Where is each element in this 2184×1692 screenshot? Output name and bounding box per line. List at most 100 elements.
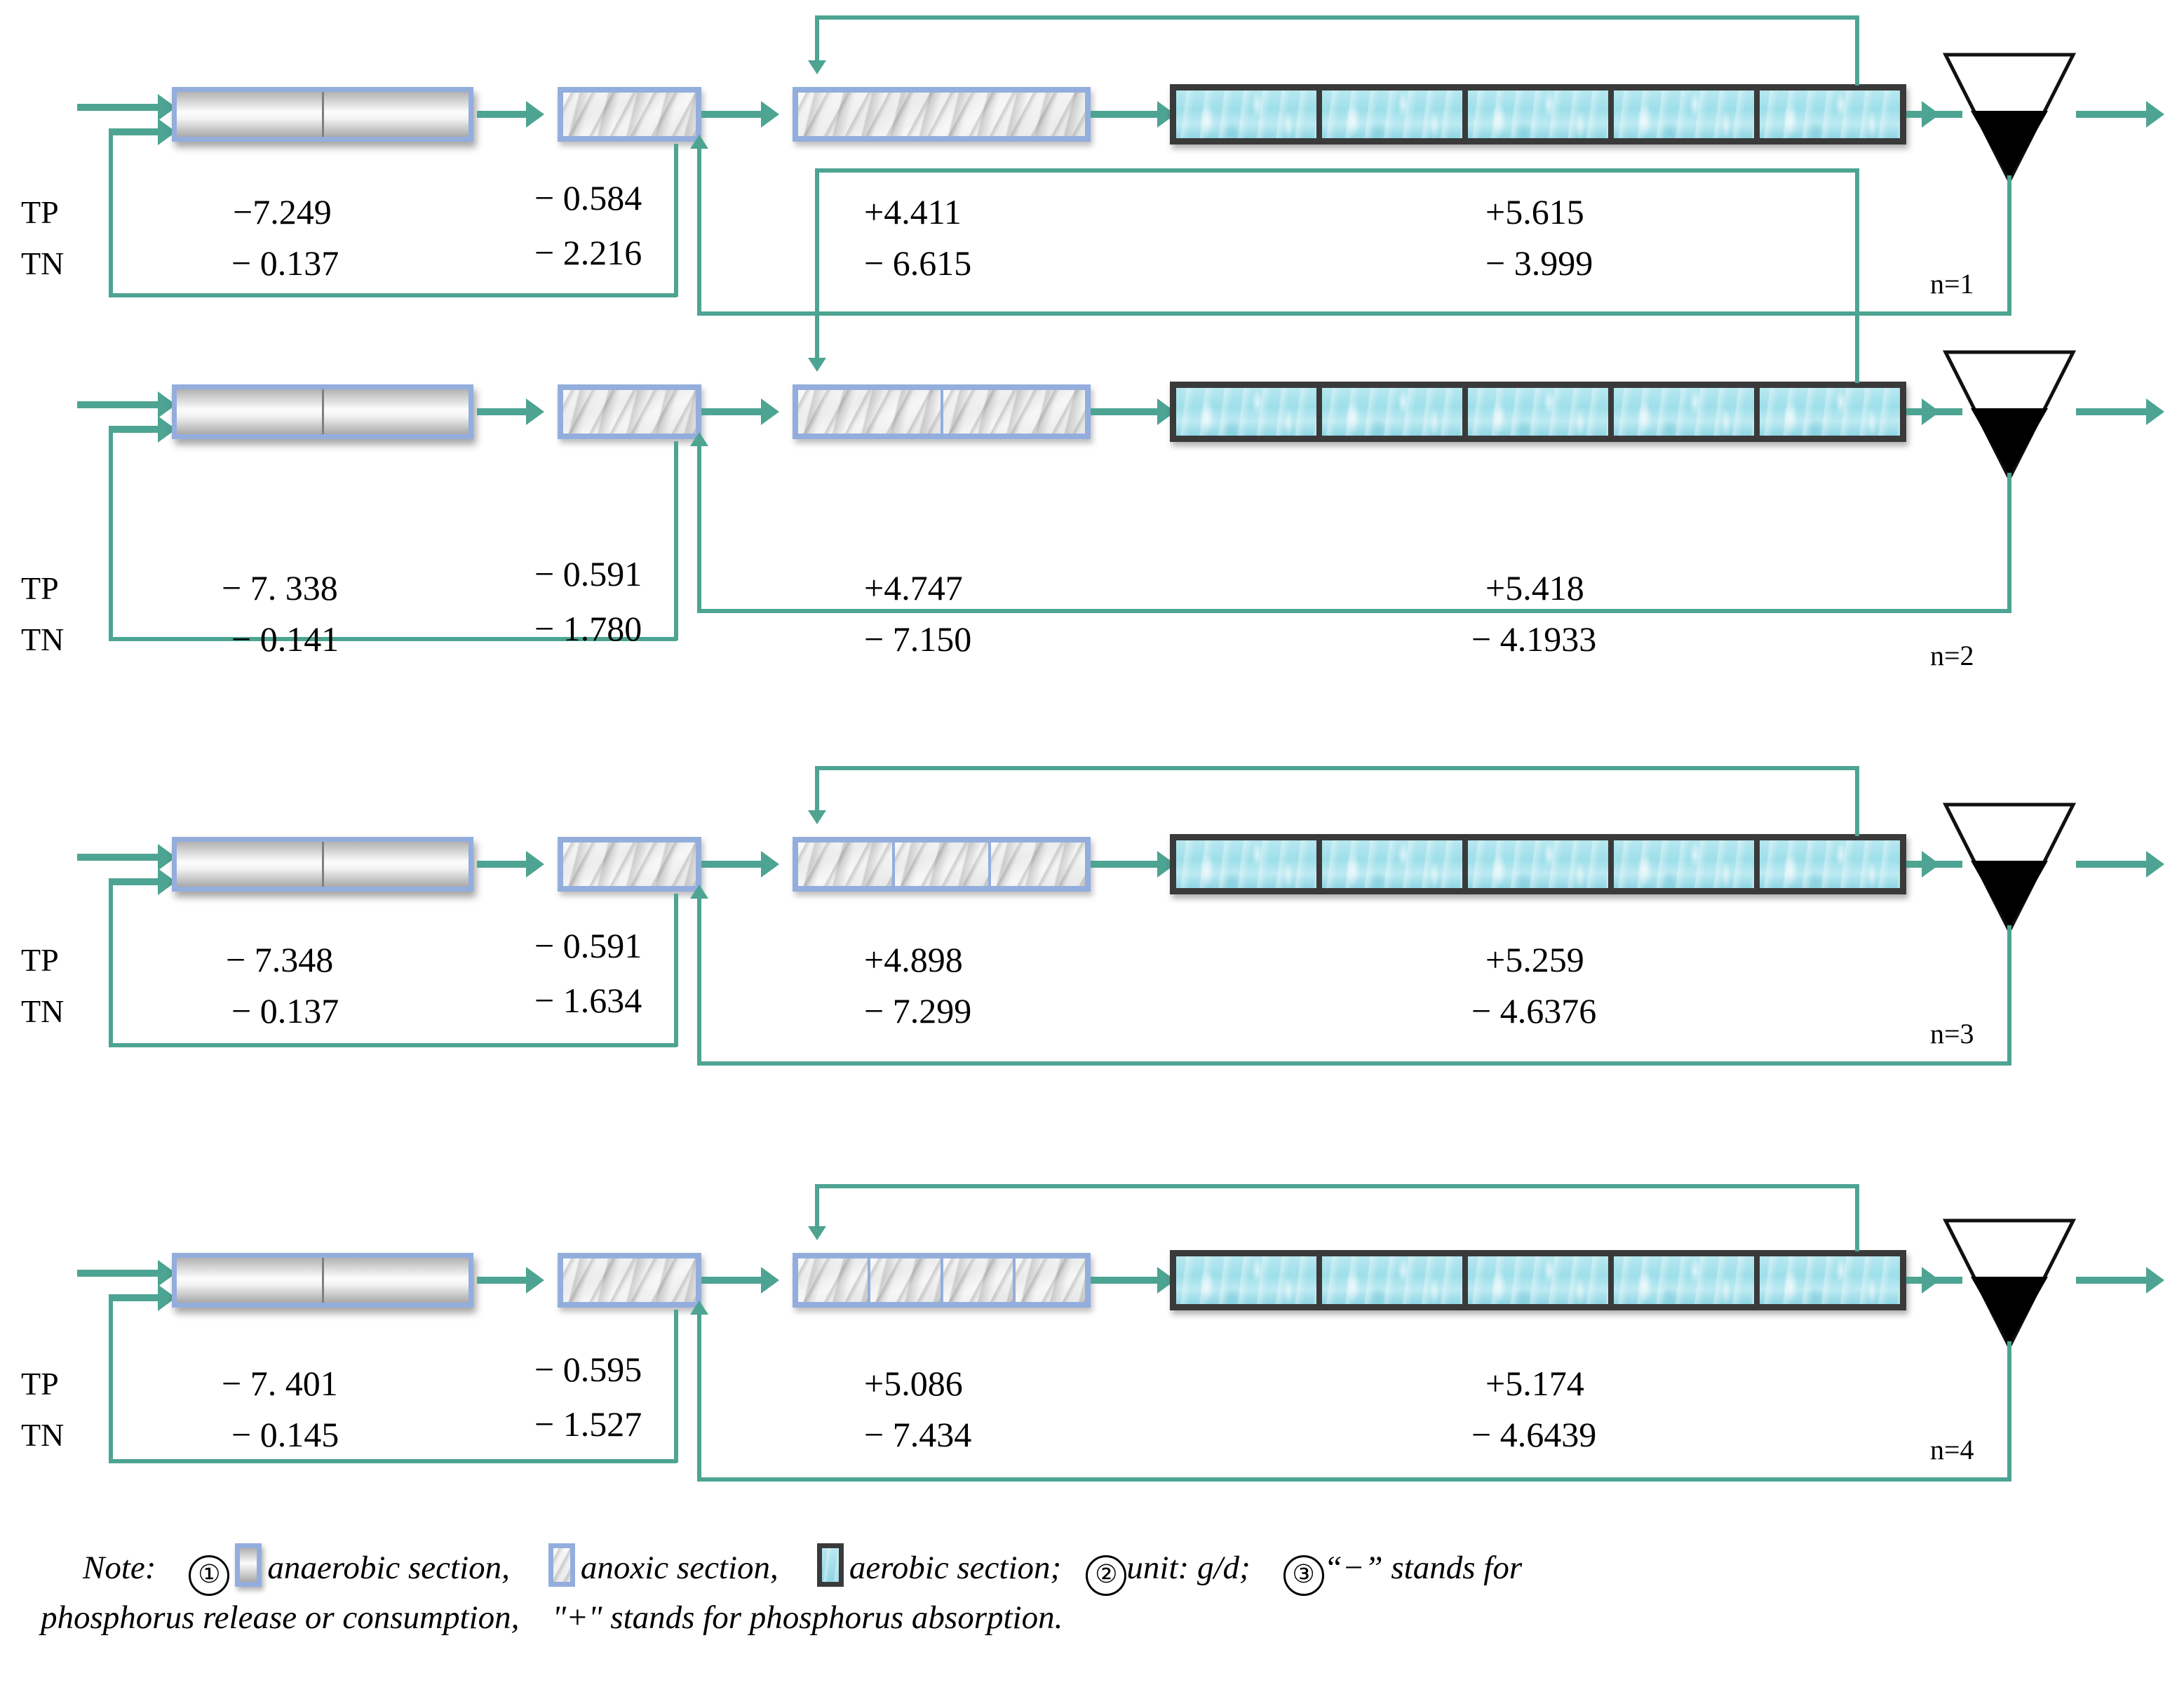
- anaerobic-tank-4[interactable]: [172, 1253, 473, 1308]
- anoxic-a-tp-value-1: − 0.584: [534, 178, 642, 217]
- sludge-return-drop-2: [2007, 473, 2011, 613]
- aerobic-segment: [1322, 90, 1468, 138]
- aerobic-tn-value-1: − 3.999: [1485, 243, 1593, 283]
- secondary-clarifier-4[interactable]: [1942, 1216, 2077, 1351]
- aerobic-segment: [1176, 840, 1322, 888]
- sludge-return-mix-arrow-2: [690, 432, 708, 446]
- anaerobic-segment: [323, 842, 469, 887]
- sludge-return-to-anaerobic-riser-1: [109, 128, 113, 297]
- anoxic-a-to-b-line-2: [701, 408, 763, 415]
- aerobic-segment: [1614, 1256, 1760, 1304]
- anaerobic-tank-3[interactable]: [172, 837, 473, 892]
- internal-recycle-downer-2: [815, 168, 819, 358]
- stage-count-label-3: n=3: [1930, 1018, 1974, 1049]
- effluent-arrow-1: [2146, 101, 2164, 128]
- sludge-return-bottom-2: [697, 609, 2011, 613]
- tn-row-label-4: TN: [21, 1417, 65, 1453]
- anoxic-tank-a-2[interactable]: [558, 384, 701, 439]
- anoxic-tank-b-1[interactable]: [793, 87, 1091, 142]
- anoxic-segment: [798, 390, 943, 434]
- anoxic-tank-a-4[interactable]: [558, 1253, 701, 1308]
- anaerobic-to-anoxic-line-3: [477, 861, 530, 868]
- aerobic-to-clarifier-arrow-4: [1922, 1267, 1940, 1294]
- sludge-return-to-anaerobic-riser-2: [109, 426, 113, 641]
- stage-count-label-2: n=2: [1930, 640, 1974, 671]
- anoxic-segment: [798, 842, 895, 886]
- aerobic-tank-3[interactable]: [1170, 834, 1906, 894]
- anoxic-segment: [798, 1258, 871, 1302]
- secondary-clarifier-2[interactable]: [1942, 348, 2077, 483]
- sludge-return-drop-4: [2007, 1341, 2011, 1482]
- anoxic-a-to-b-arrow-4: [761, 1267, 779, 1294]
- anoxic-segment: [943, 390, 1085, 434]
- process-row-3: TP TN − 7.348 − 0.137 − 0.591 − 1.634 +4…: [0, 744, 2184, 1136]
- anaerobic-segment: [177, 1258, 324, 1303]
- anoxic-tank-a-3[interactable]: [558, 837, 701, 892]
- anoxic-tank-b-3[interactable]: [793, 837, 1091, 892]
- internal-recycle-top-1: [815, 15, 1859, 20]
- note-unit-text: unit: g/d;: [1126, 1550, 1251, 1586]
- anoxic-a-tp-value-2: − 0.591: [534, 554, 642, 593]
- aerobic-segment: [1614, 388, 1760, 436]
- sludge-return-tee-1: [674, 144, 678, 297]
- sludge-return-to-anaerobic-riser-3: [109, 878, 113, 1047]
- internal-recycle-riser-4: [1855, 1184, 1859, 1251]
- anoxic-a-tp-value-3: − 0.591: [534, 926, 642, 965]
- anoxic-a-to-b-arrow-2: [761, 398, 779, 425]
- anoxic-b-tn-value-4: − 7.434: [864, 1415, 972, 1454]
- sludge-return-to-anaerobic-line-3: [109, 1043, 677, 1047]
- anoxic-b-tp-value-1: +4.411: [864, 192, 962, 231]
- aerobic-tank-2[interactable]: [1170, 382, 1906, 442]
- sludge-return-tee-4: [674, 1310, 678, 1463]
- internal-recycle-top-3: [815, 766, 1859, 770]
- note-prefix: Note:: [83, 1550, 156, 1586]
- aerobic-swatch-icon: [816, 1543, 844, 1587]
- process-row-1: TP TN −7.249 − 0.137 − 0.584 − 2.216 +4.…: [0, 0, 2184, 393]
- aerobic-tank-4[interactable]: [1170, 1250, 1906, 1310]
- process-row-4: TP TN − 7. 401 − 0.145 − 0.595 − 1.527 +…: [0, 1164, 2184, 1557]
- sludge-return-to-anaerobic-line-1: [109, 293, 677, 297]
- anoxic-a-tn-value-1: − 2.216: [534, 233, 642, 272]
- clarifier-icon: [1942, 1218, 2077, 1351]
- anaerobic-tank-2[interactable]: [172, 384, 473, 439]
- anoxic-tank-b-2[interactable]: [793, 384, 1091, 439]
- internal-recycle-downer-1: [815, 15, 819, 63]
- secondary-clarifier-1[interactable]: [1942, 51, 2077, 185]
- aerobic-segment: [1760, 840, 1900, 888]
- anoxic-segment: [870, 1258, 943, 1302]
- internal-recycle-downer-3: [815, 766, 819, 813]
- aerobic-segment: [1322, 1256, 1468, 1304]
- anoxic-a-to-b-arrow-3: [761, 851, 779, 878]
- note-anoxic-text: anoxic section,: [580, 1550, 778, 1586]
- sludge-return-bottom-4: [697, 1477, 2011, 1482]
- anoxic-segment: [563, 390, 696, 434]
- tn-row-label-2: TN: [21, 622, 65, 657]
- anaerobic-tank-1[interactable]: [172, 87, 473, 142]
- anaerobic-to-anoxic-arrow-3: [526, 851, 544, 878]
- anoxic-tank-a-1[interactable]: [558, 87, 701, 142]
- anoxic-segment: [563, 842, 696, 886]
- aerobic-tank-1[interactable]: [1170, 84, 1906, 145]
- aerobic-segment: [1468, 388, 1614, 436]
- anoxic-to-aerobic-line-4: [1091, 1277, 1161, 1284]
- anoxic-b-tn-value-3: − 7.299: [864, 991, 972, 1030]
- anoxic-segment: [563, 93, 696, 136]
- anaerobic-tp-value-4: − 7. 401: [222, 1364, 338, 1403]
- note-anaerobic-text: anaerobic section,: [267, 1550, 510, 1586]
- clarifier-icon: [1942, 53, 2077, 185]
- anaerobic-tn-value-3: − 0.137: [231, 991, 339, 1030]
- sludge-return-mix-arrow-3: [690, 885, 708, 899]
- internal-recycle-arrow-4: [808, 1226, 826, 1240]
- note-marker-1: ①: [189, 1555, 230, 1596]
- anoxic-segment: [563, 1258, 696, 1302]
- anoxic-tank-b-4[interactable]: [793, 1253, 1091, 1308]
- anoxic-b-tp-value-3: +4.898: [864, 940, 963, 979]
- sludge-return-mix-arrow-4: [690, 1301, 708, 1315]
- aerobic-tp-value-4: +5.174: [1485, 1364, 1584, 1403]
- secondary-clarifier-3[interactable]: [1942, 800, 2077, 935]
- aerobic-segment: [1614, 90, 1760, 138]
- anoxic-a-tn-value-2: − 1.780: [534, 609, 642, 648]
- anaerobic-to-anoxic-arrow-4: [526, 1267, 544, 1294]
- aerobic-segment: [1176, 1256, 1322, 1304]
- anoxic-a-tn-value-4: − 1.527: [534, 1404, 642, 1444]
